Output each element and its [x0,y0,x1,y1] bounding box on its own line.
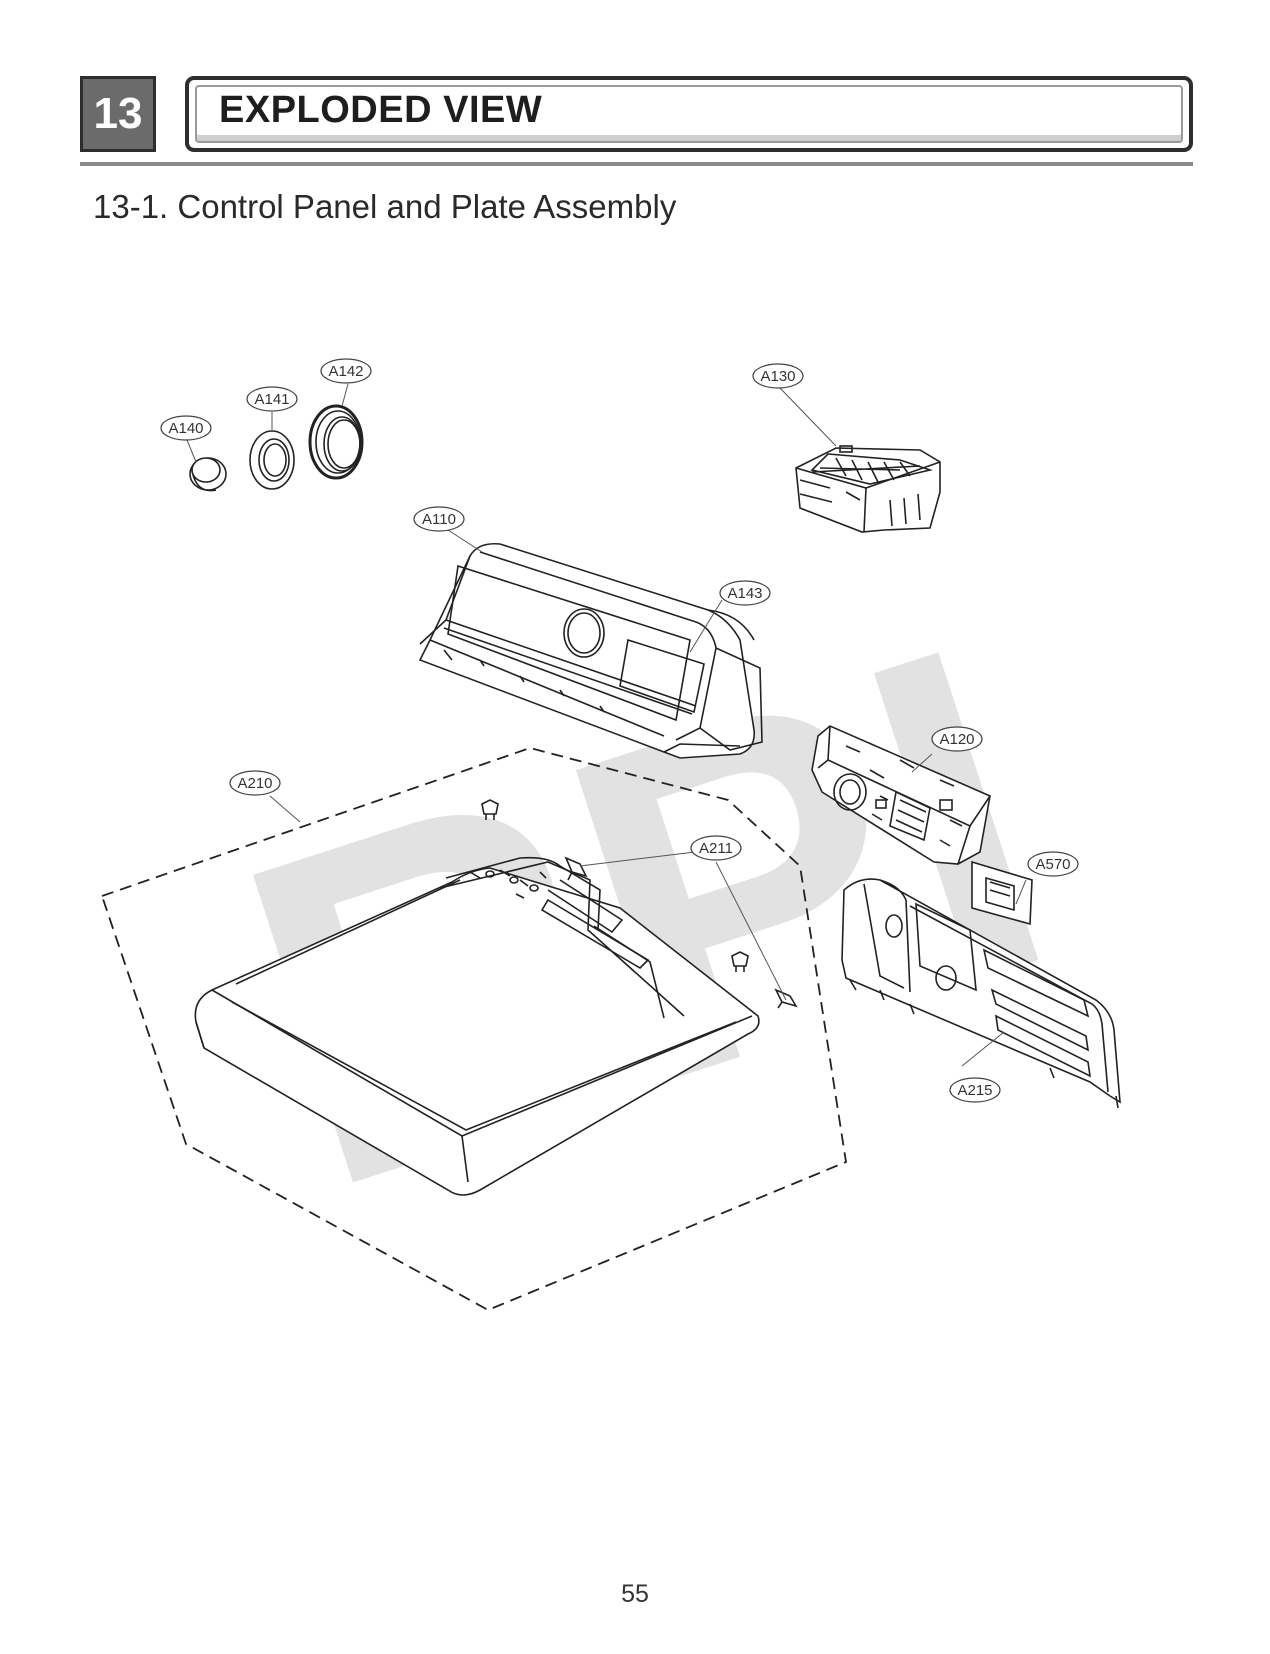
callout-a215-label: A215 [957,1082,992,1099]
section-title: 13-1. Control Panel and Plate Assembly [93,188,677,225]
callout-a215: A215 [949,1077,1001,1103]
part-a140-knob-cap [189,457,227,492]
part-a120-main-pcb [811,725,991,865]
callout-a141: A141 [246,386,298,412]
assembly-a210-outline [100,747,847,1311]
chapter-number-text: 13 [93,89,143,138]
callout-a570-label: A570 [1035,856,1070,873]
callout-a211-label: A211 [699,840,733,857]
callout-a142-label: A142 [328,363,363,380]
callout-a143-label: A143 [727,585,762,602]
callout-a140-label: A140 [168,420,203,437]
chapter-number: 13 [80,76,156,152]
part-a141-ring [249,430,295,490]
callout-a110: A110 [413,506,465,532]
leader-lines [186,383,1027,1067]
callout-a210: A210 [229,770,281,796]
part-a142-decor-ring [308,404,364,480]
callout-a130-label: A130 [760,368,795,385]
callout-a130: A130 [752,363,804,389]
header-rule [80,162,1193,166]
part-a570-bracket [971,860,1033,926]
callout-a140: A140 [160,415,212,441]
page-number: 55 [621,1580,649,1608]
callout-a110-label: A110 [422,511,456,528]
callout-a120-label: A120 [939,731,974,748]
callout-a211: A211 [690,835,742,861]
chapter-title: EXPLODED VIEW [219,89,543,131]
part-a130-pcb-assembly [795,445,941,533]
callout-a142: A142 [320,358,372,384]
callout-a143: A143 [719,580,771,606]
part-a210-top-plate [194,799,760,1196]
chapter-title-inner [195,85,1183,143]
callout-a141-label: A141 [254,391,289,408]
callout-a210-label: A210 [237,775,272,792]
callout-a570: A570 [1027,851,1079,877]
part-a110-control-panel [418,542,763,759]
callout-a120: A120 [931,726,983,752]
part-a215-rear-plate [841,878,1121,1109]
part-a211-brackets [564,856,798,1009]
chapter-title-box: EXPLODED VIEW [185,76,1193,152]
